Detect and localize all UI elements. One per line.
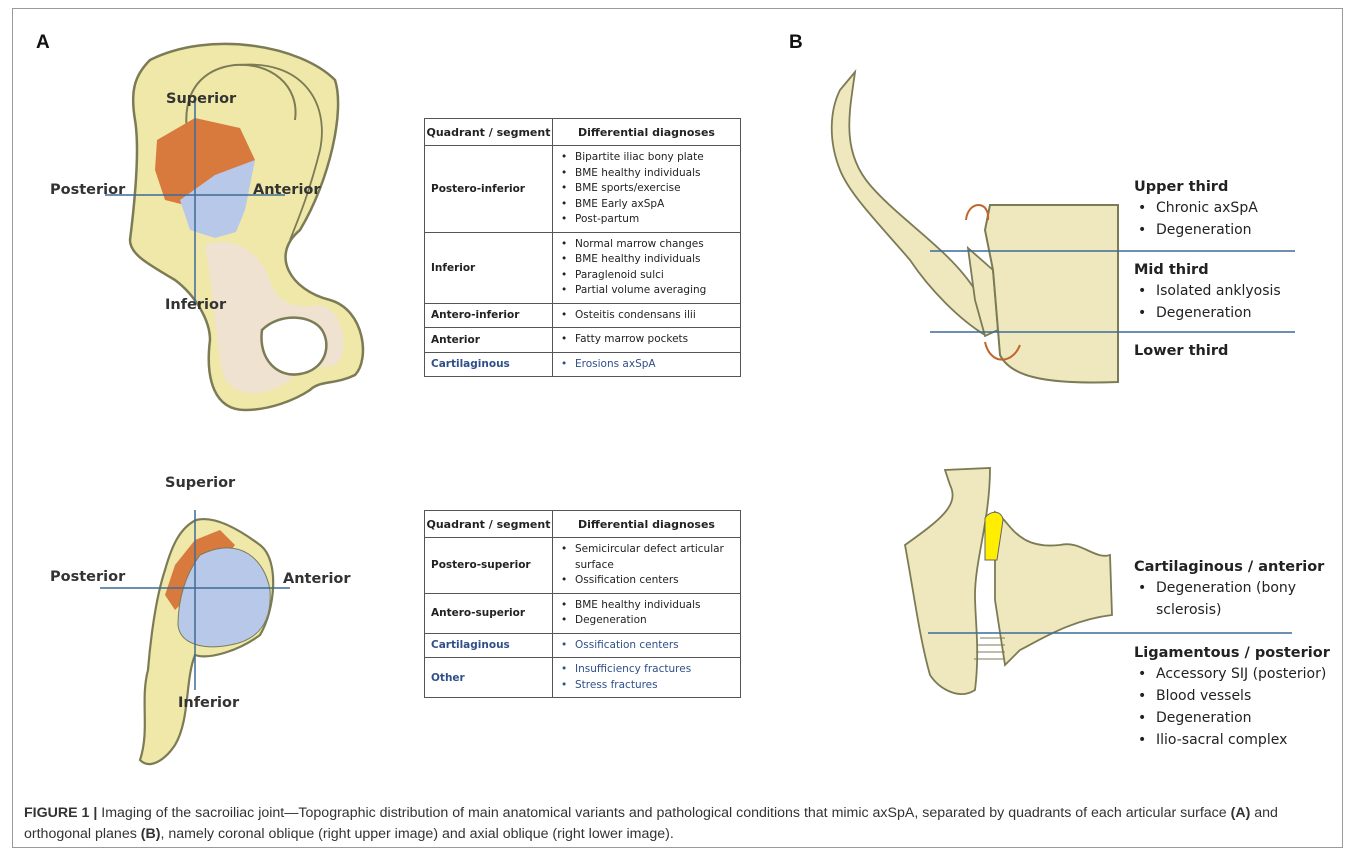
segment-name: Postero-inferior xyxy=(425,146,553,233)
table-row: Antero-superior BME healthy individuals … xyxy=(425,593,741,633)
label-anterior-2: Anterior xyxy=(283,571,351,587)
diagnosis-item: BME sports/exercise xyxy=(559,181,736,197)
label-inferior-2: Inferior xyxy=(178,695,239,711)
diagnosis-item: Stress fractures xyxy=(559,678,736,694)
segment-name: Antero-inferior xyxy=(425,303,553,328)
label-posterior: Posterior xyxy=(50,182,125,198)
segment-name: Other xyxy=(425,658,553,698)
caption-ref-b: (B) xyxy=(141,826,161,842)
header-diagnoses: Differential diagnoses xyxy=(553,119,741,146)
table-row: Postero-superior Semicircular defect art… xyxy=(425,538,741,594)
label-superior-2: Superior xyxy=(165,475,235,491)
bottom-diagnoses-table: Quadrant / segment Differential diagnose… xyxy=(424,510,741,698)
table-row: Inferior Normal marrow changes BME healt… xyxy=(425,232,741,303)
list-item: Degeneration (bony sclerosis) xyxy=(1134,577,1306,621)
table-row: Anterior Fatty marrow pockets xyxy=(425,328,741,353)
diagnosis-item: Paraglenoid sulci xyxy=(559,268,736,284)
segment-name: Antero-superior xyxy=(425,593,553,633)
diagnosis-item: Semicircular defect articular surface xyxy=(559,542,736,573)
diagnosis-item: Insufficiency fractures xyxy=(559,662,736,678)
diagnosis-item: Fatty marrow pockets xyxy=(559,332,736,348)
diagnosis-item: Post-partum xyxy=(559,212,736,228)
label-inferior: Inferior xyxy=(165,297,226,313)
list-item: Degeneration xyxy=(1134,707,1330,729)
lower-third-section: Lower third xyxy=(1134,343,1228,359)
ligamentous-posterior-section: Ligamentous / posterior Accessory SIJ (p… xyxy=(1134,645,1330,751)
diagnosis-item: Ossification centers xyxy=(559,573,736,589)
section-heading: Mid third xyxy=(1134,262,1281,278)
diagnosis-item: BME Early axSpA xyxy=(559,197,736,213)
table-row: Cartilaginous Erosions axSpA xyxy=(425,352,741,377)
caption-ref-a: (A) xyxy=(1231,805,1251,821)
section-heading: Cartilaginous / anterior xyxy=(1134,559,1324,575)
section-heading: Ligamentous / posterior xyxy=(1134,645,1330,661)
mid-third-section: Mid third Isolated anklyosis Degeneratio… xyxy=(1134,262,1281,324)
diagnosis-item: Bipartite iliac bony plate xyxy=(559,150,736,166)
segment-name: Anterior xyxy=(425,328,553,353)
figure-label: FIGURE 1 | xyxy=(24,805,97,821)
header-quadrant: Quadrant / segment xyxy=(425,511,553,538)
section-heading: Lower third xyxy=(1134,343,1228,359)
label-anterior: Anterior xyxy=(253,182,321,198)
list-item: Ilio-sacral complex xyxy=(1134,729,1330,751)
diagnosis-item: Partial volume averaging xyxy=(559,283,736,299)
diagnosis-item: BME healthy individuals xyxy=(559,598,736,614)
diagnosis-item: Ossification centers xyxy=(559,638,736,654)
list-item: Degeneration xyxy=(1134,302,1281,324)
label-posterior-2: Posterior xyxy=(50,569,125,585)
table-row: Postero-inferior Bipartite iliac bony pl… xyxy=(425,146,741,233)
segment-name: Postero-superior xyxy=(425,538,553,594)
diagnosis-item: BME healthy individuals xyxy=(559,252,736,268)
label-superior: Superior xyxy=(166,91,236,107)
list-item: Blood vessels xyxy=(1134,685,1330,707)
diagnosis-item: BME healthy individuals xyxy=(559,166,736,182)
table-row: Cartilaginous Ossification centers xyxy=(425,633,741,658)
list-item: Isolated anklyosis xyxy=(1134,280,1281,302)
segment-name: Cartilaginous xyxy=(425,633,553,658)
section-heading: Upper third xyxy=(1134,179,1258,195)
list-item: Degeneration xyxy=(1134,219,1258,241)
top-diagnoses-table: Quadrant / segment Differential diagnose… xyxy=(424,118,741,377)
diagnosis-item: Erosions axSpA xyxy=(559,357,736,373)
upper-third-section: Upper third Chronic axSpA Degeneration xyxy=(1134,179,1258,241)
header-quadrant: Quadrant / segment xyxy=(425,119,553,146)
diagnosis-item: Normal marrow changes xyxy=(559,237,736,253)
cartilaginous-anterior-section: Cartilaginous / anterior Degeneration (b… xyxy=(1134,559,1324,621)
sacrum-diagram xyxy=(100,510,290,764)
figure-caption: FIGURE 1 | Imaging of the sacroiliac joi… xyxy=(24,803,1329,845)
list-item: Chronic axSpA xyxy=(1134,197,1258,219)
segment-name: Inferior xyxy=(425,232,553,303)
table-row: Antero-inferior Osteitis condensans ilii xyxy=(425,303,741,328)
segment-name: Cartilaginous xyxy=(425,352,553,377)
caption-text: , namely coronal oblique (right upper im… xyxy=(160,826,673,842)
diagnosis-item: Osteitis condensans ilii xyxy=(559,308,736,324)
caption-text: Imaging of the sacroiliac joint—Topograp… xyxy=(97,805,1230,821)
table-row: Other Insufficiency fractures Stress fra… xyxy=(425,658,741,698)
header-diagnoses: Differential diagnoses xyxy=(553,511,741,538)
diagnosis-item: Degeneration xyxy=(559,613,736,629)
list-item: Accessory SIJ (posterior) xyxy=(1134,663,1330,685)
